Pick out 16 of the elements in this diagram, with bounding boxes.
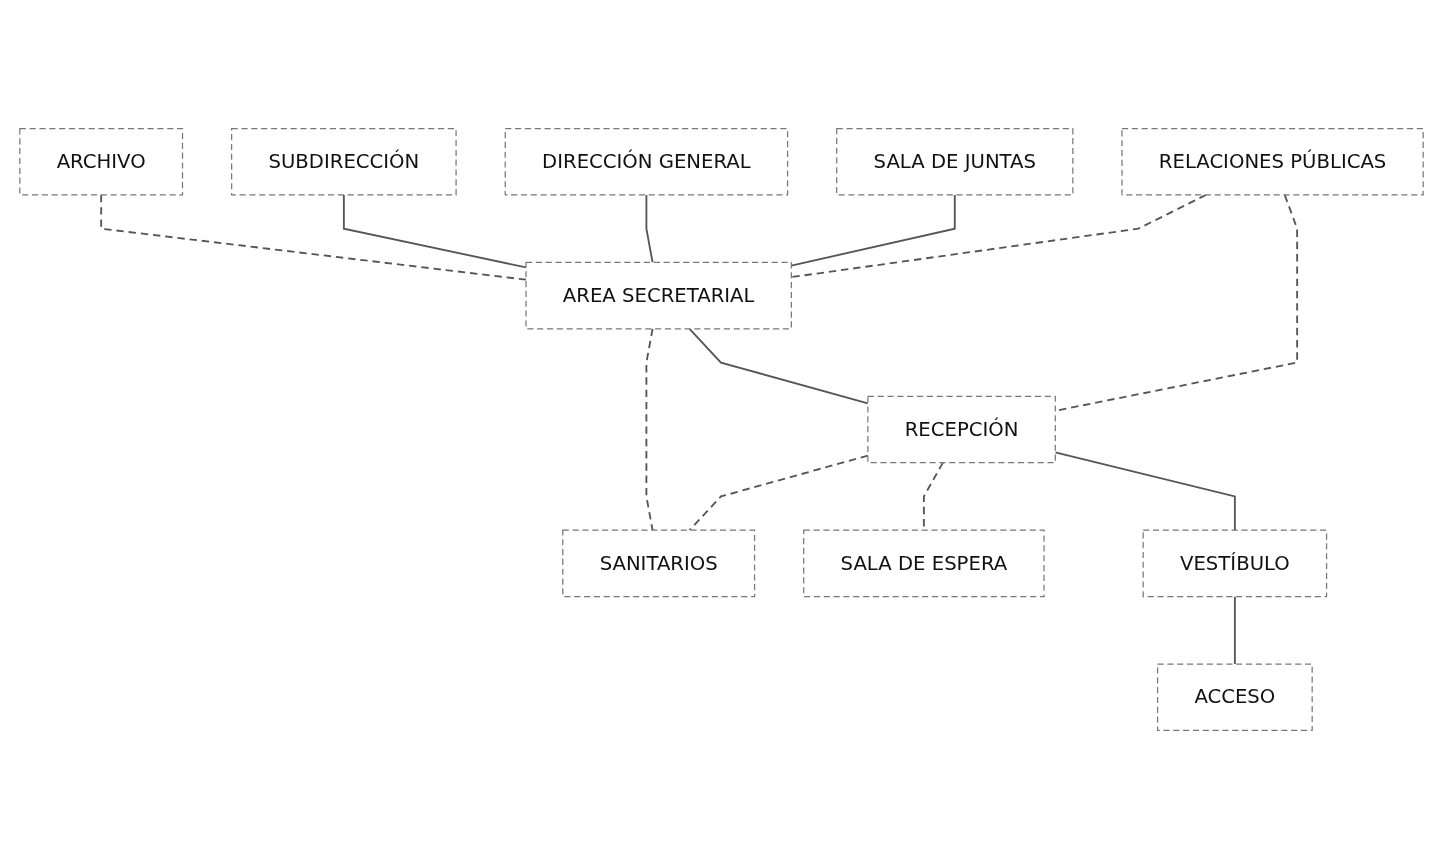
connector [100,194,527,281]
connector [645,194,654,264]
node-box: VESTÍBULO [1142,529,1328,598]
connector [645,327,654,532]
node-box: RECEPCIÓN [867,395,1056,464]
node-box: ARCHIVO [19,127,184,196]
connector [1233,595,1236,665]
node-box: AREA SECRETARIAL [525,261,792,330]
node-box: SANITARIOS [562,529,756,598]
node-box: SALA DE JUNTAS [836,127,1074,196]
connector [342,194,527,269]
node-box: ACCESO [1156,663,1313,732]
node-box: SUBDIRECCIÓN [231,127,457,196]
node-box: RELACIONES PÚBLICAS [1121,127,1424,196]
node-box: DIRECCIÓN GENERAL [504,127,789,196]
node-box: SALA DE ESPERA [803,529,1045,598]
